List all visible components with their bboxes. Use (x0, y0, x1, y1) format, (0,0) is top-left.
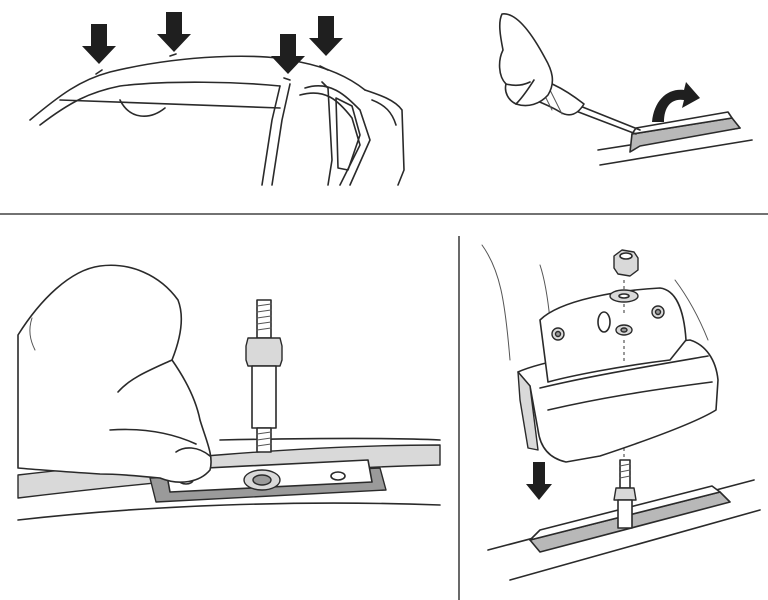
panel-3-insert-stud (17, 264, 441, 521)
curved-arrow-icon (652, 82, 700, 122)
panel-2-remove-cover (498, 13, 753, 166)
hand (17, 264, 212, 483)
down-arrow-icon (309, 16, 343, 56)
down-arrow-icon (526, 462, 552, 500)
panel-1-car-roof (29, 12, 405, 186)
bracket-plate (539, 287, 687, 383)
foot-pack (517, 287, 719, 463)
down-arrow-icon (157, 12, 191, 52)
nut (613, 249, 639, 277)
threaded-stud (245, 299, 283, 453)
down-arrow-icon (82, 24, 116, 64)
down-arrow-icon (271, 34, 305, 74)
panel-4-foot-pack (481, 244, 761, 581)
